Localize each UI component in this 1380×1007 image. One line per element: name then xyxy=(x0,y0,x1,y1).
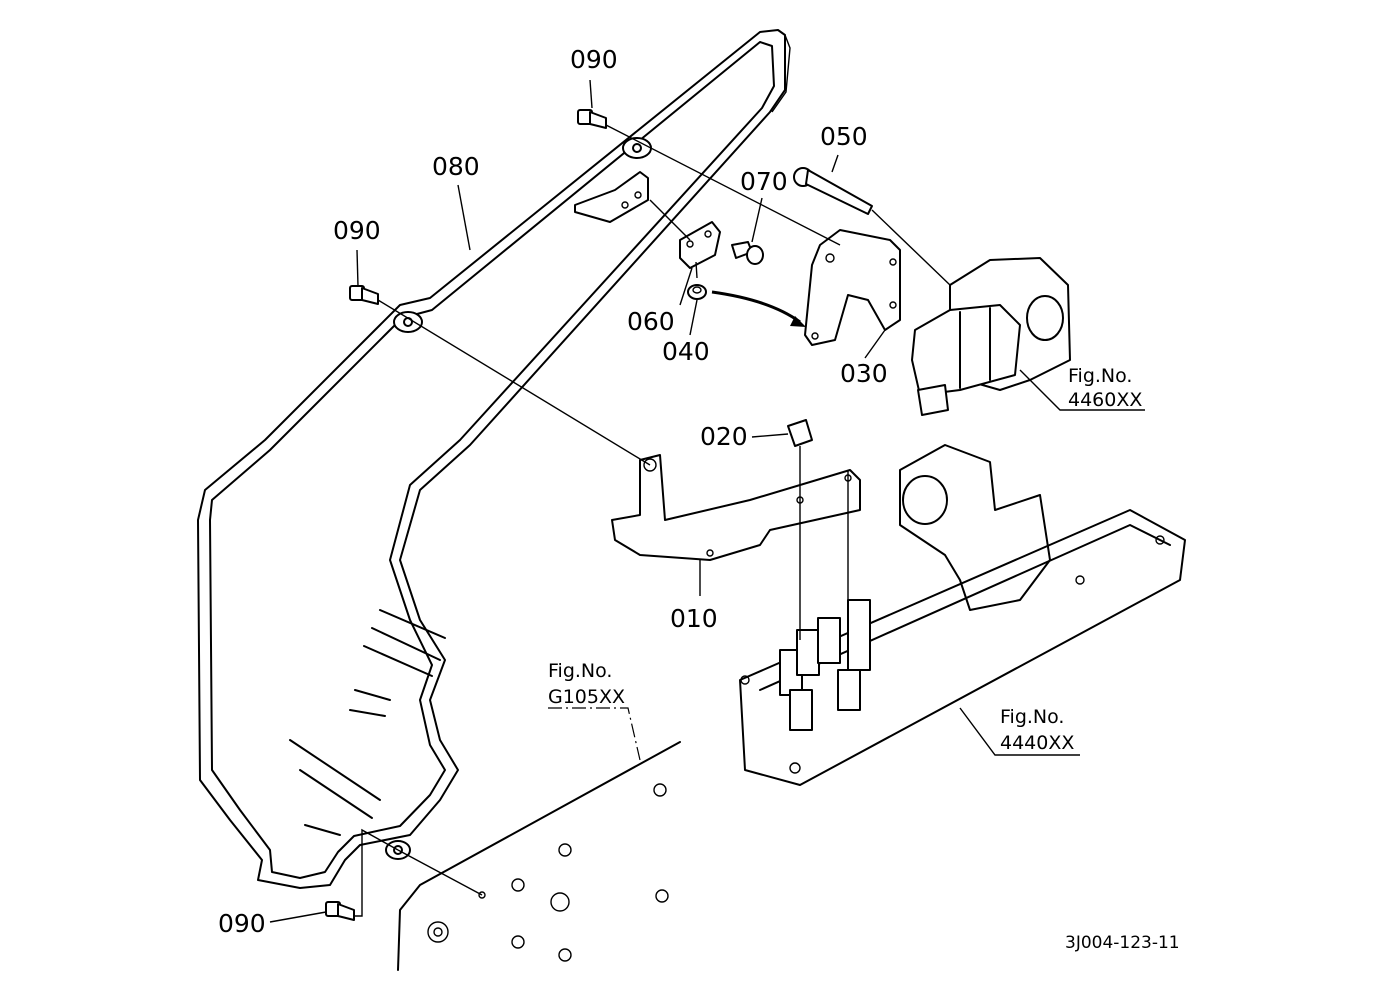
callout-030: 030 xyxy=(840,359,888,388)
drawing-code: 3J004-123-11 xyxy=(1065,933,1180,953)
callout-090-bottom: 090 xyxy=(218,909,266,938)
bracket-010[interactable] xyxy=(611,454,861,561)
callout-070: 070 xyxy=(740,167,788,196)
fig-ref-case-label: Fig.No. xyxy=(548,660,612,682)
bolt-090-mid[interactable] xyxy=(349,285,379,305)
assembly-lines xyxy=(354,124,951,917)
cover-080[interactable] xyxy=(197,29,791,889)
bracket-030[interactable] xyxy=(804,229,901,346)
fig-ref-manifold-label: Fig.No. xyxy=(1000,706,1064,728)
callout-020: 020 xyxy=(700,422,748,451)
gear-case xyxy=(397,741,681,971)
bolt-090-top[interactable] xyxy=(577,109,607,129)
callout-leaders xyxy=(269,79,1145,923)
callout-010: 010 xyxy=(670,604,718,633)
plate-060[interactable] xyxy=(679,221,721,279)
fig-ref-egr-label: Fig.No. xyxy=(1068,365,1132,387)
bolt-050[interactable] xyxy=(793,167,873,215)
fig-ref-manifold-number: 4440XX xyxy=(1000,732,1074,754)
bolt-090-bottom[interactable] xyxy=(325,901,355,921)
callout-090-mid: 090 xyxy=(333,216,381,245)
egr-valve xyxy=(911,257,1071,416)
fig-ref-egr-number: 4460XX xyxy=(1068,389,1142,411)
nut-040[interactable] xyxy=(687,284,707,300)
callout-060: 060 xyxy=(627,307,675,336)
callout-080: 080 xyxy=(432,152,480,181)
callout-090-top: 090 xyxy=(570,45,618,74)
intake-manifold xyxy=(739,444,1186,786)
bolt-020[interactable] xyxy=(787,419,813,455)
bolt-070[interactable] xyxy=(731,241,764,265)
fig-ref-case-number: G105XX xyxy=(548,686,625,708)
callout-040: 040 xyxy=(662,337,710,366)
callout-050: 050 xyxy=(820,122,868,151)
